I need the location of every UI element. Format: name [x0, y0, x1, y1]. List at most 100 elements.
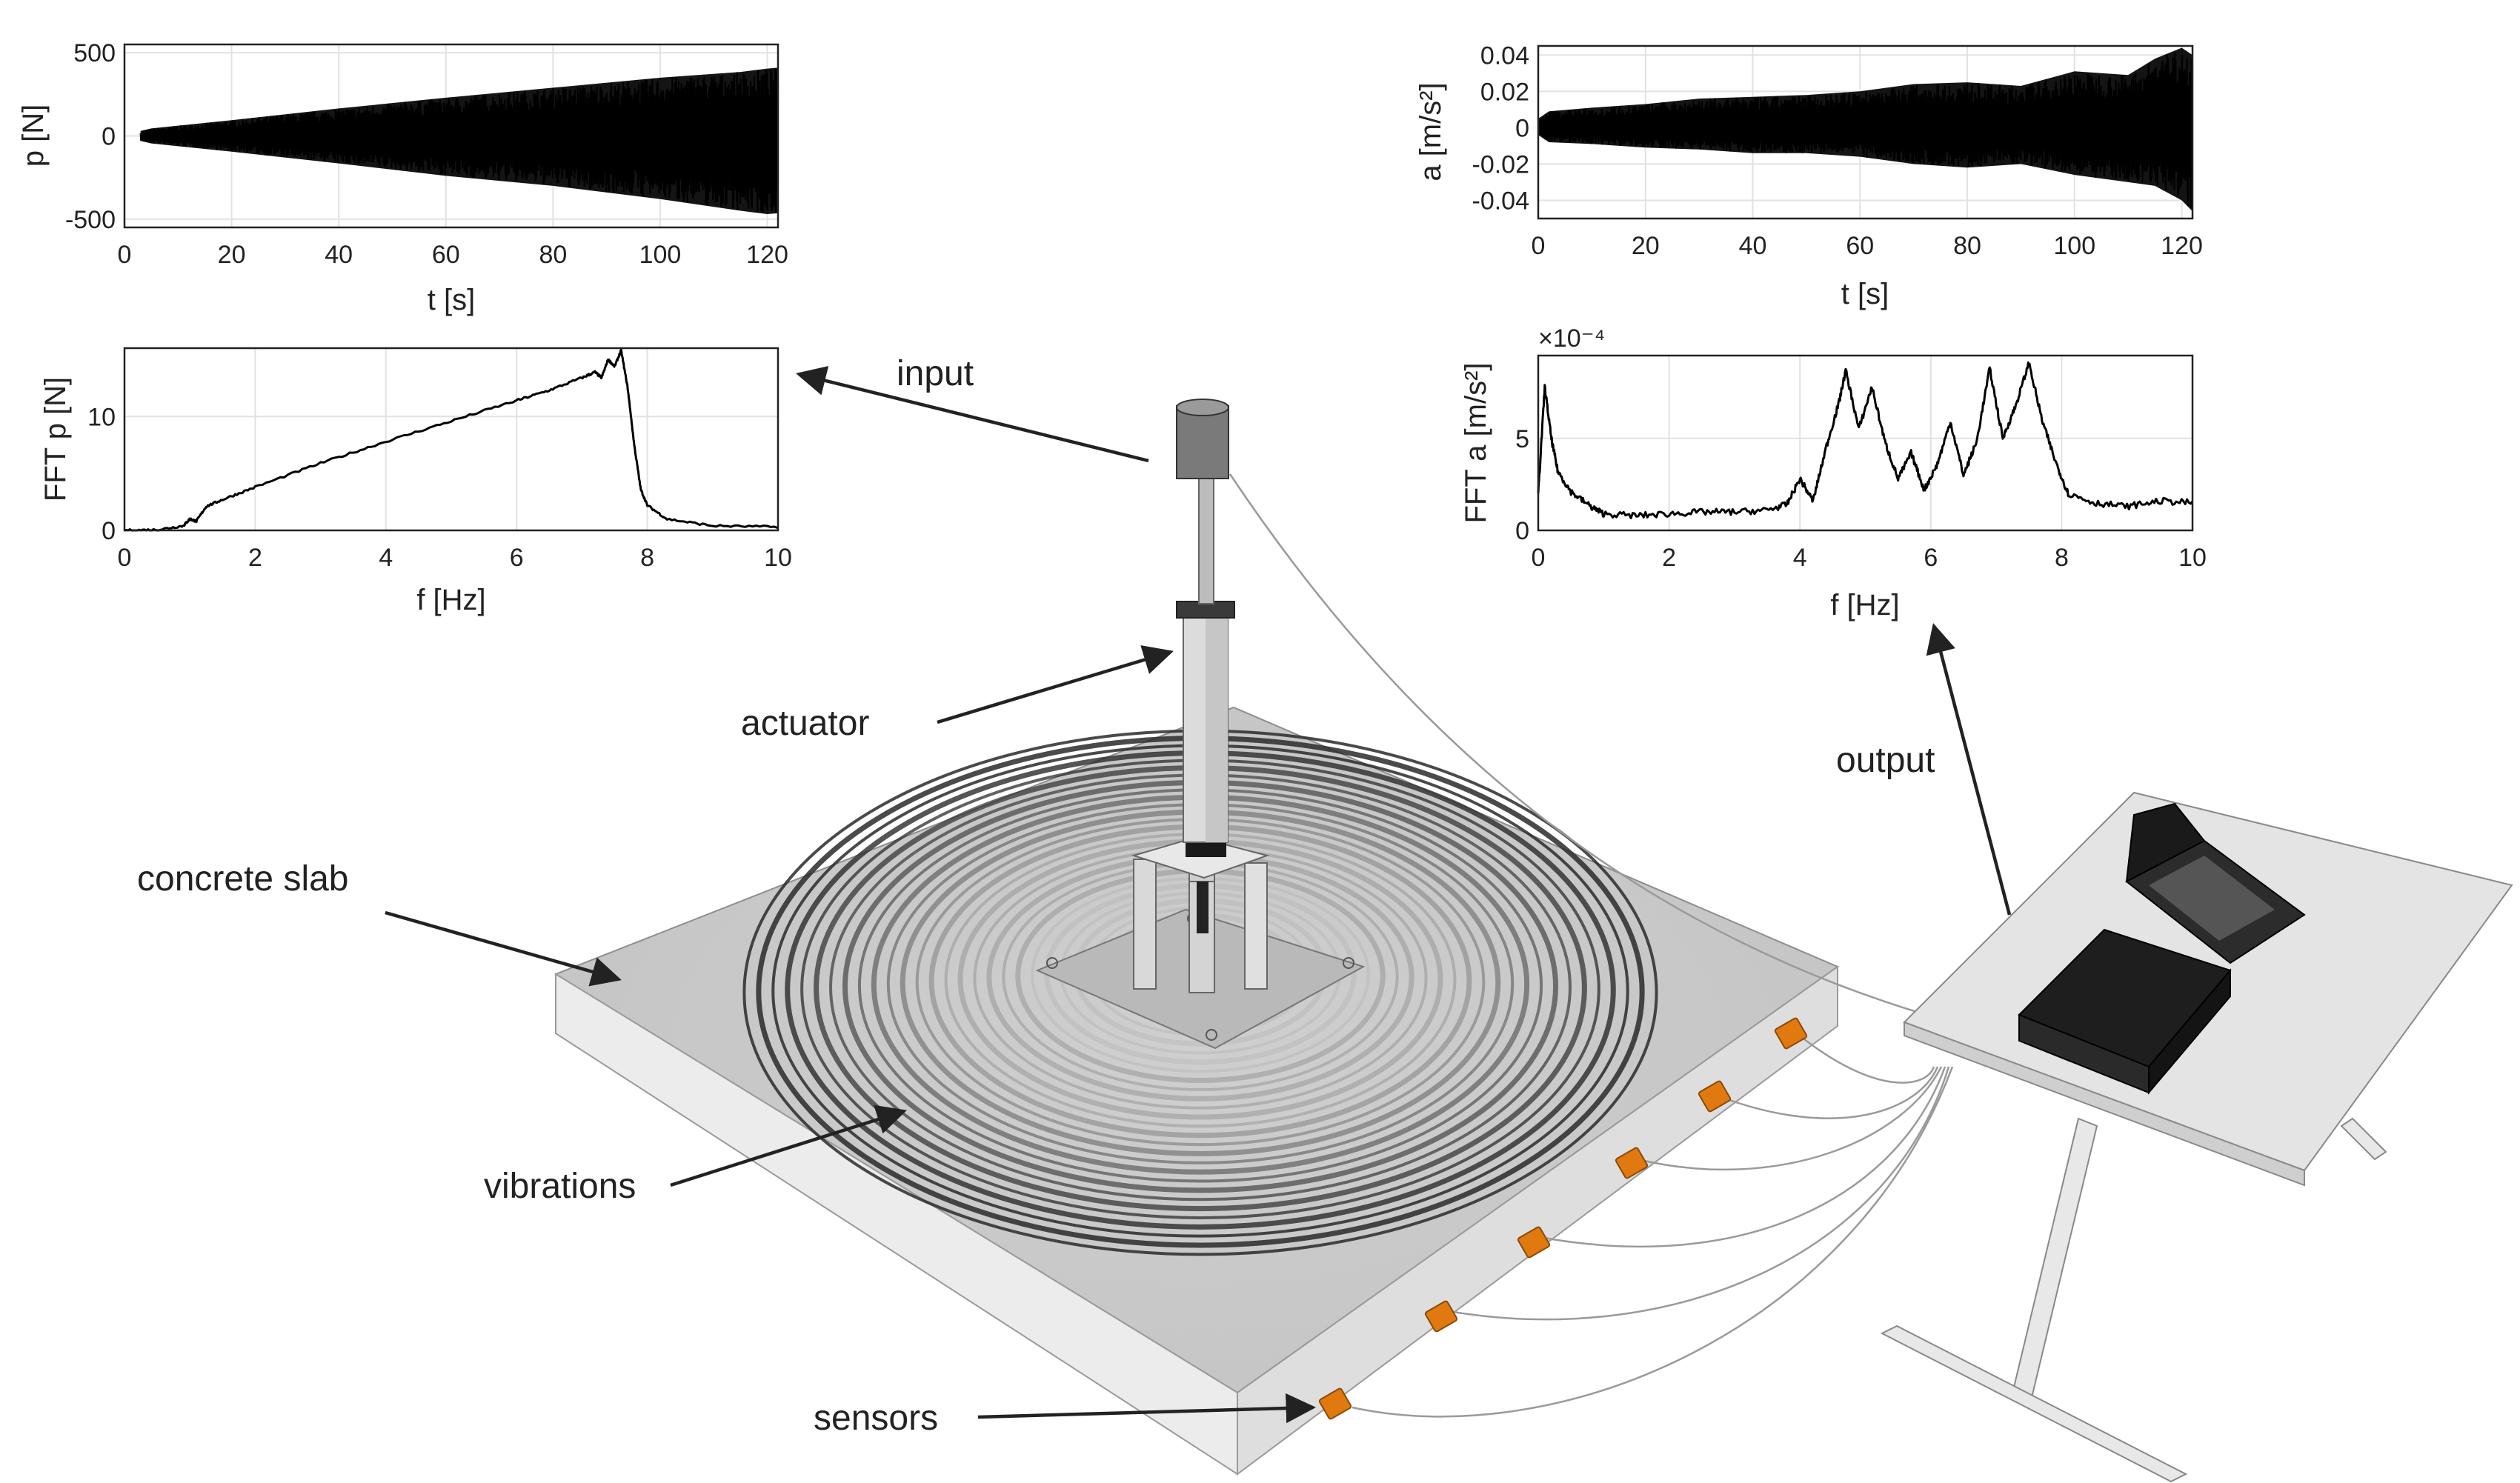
data-series	[124, 348, 779, 532]
measurement-table	[1880, 791, 2513, 1483]
sensors-label: sensors	[814, 1399, 938, 1438]
spectrum-line	[124, 348, 779, 532]
data-series	[1537, 47, 2194, 212]
callout-labels: input actuator concrete slab vibrations …	[137, 354, 1935, 1438]
sensor-cable	[1448, 1066, 1950, 1321]
y-axis-label: FFT p [N]	[39, 377, 72, 501]
x-tick-label: 4	[379, 544, 393, 572]
y-tick-label: -0.04	[1472, 187, 1530, 215]
frame-leg	[1133, 859, 1157, 990]
waveform-envelope	[1538, 47, 2192, 212]
x-tick-label: 0	[118, 241, 132, 269]
laptop-screen	[2125, 802, 2206, 883]
output-label: output	[1836, 741, 1935, 780]
y-tick-label: 0	[102, 517, 116, 545]
y-tick-label: 0.02	[1480, 78, 1529, 106]
x-tick-label: 20	[1632, 232, 1660, 260]
plot-frame	[1537, 354, 2194, 532]
waveform-envelope	[140, 67, 778, 215]
cables	[1229, 473, 1954, 1418]
concrete-slab-label: concrete slab	[137, 859, 349, 899]
plot-frame	[123, 347, 779, 532]
frame-cap	[1186, 841, 1226, 857]
x-tick-label: 80	[1953, 232, 1981, 260]
concrete-slab-arrow	[385, 910, 622, 987]
sensor	[1424, 1300, 1458, 1333]
sensors-arrow	[977, 1393, 1317, 1424]
load-cell-top	[1176, 399, 1229, 416]
sensors	[1318, 1017, 1808, 1420]
slab-right-face	[1237, 965, 1838, 1476]
sensor-cable	[1637, 1066, 1943, 1171]
actuator-cable	[1229, 473, 1927, 1016]
y-tick-label: 5	[1515, 425, 1529, 453]
x-tick-label: 0	[1532, 232, 1546, 260]
y-axis-label: a [m/s²]	[1414, 82, 1447, 181]
x-tick-label: 8	[640, 544, 654, 572]
x-tick-label: 40	[325, 241, 353, 269]
x-tick-label: 0	[1532, 544, 1546, 572]
sensor-cable	[1796, 1033, 1935, 1084]
actuator-cylinder-shade	[1206, 611, 1228, 842]
x-tick-label: 120	[746, 241, 788, 269]
plot-frame	[123, 43, 779, 229]
scale-factor-label: ×10⁻⁴	[1538, 324, 1605, 353]
x-tick-label: 6	[510, 544, 524, 572]
sensor	[1774, 1017, 1808, 1050]
x-tick-label: 2	[248, 544, 262, 572]
vibrations-arrow	[670, 1104, 907, 1187]
y-tick-label: -500	[65, 206, 116, 234]
base-bolt	[1046, 957, 1058, 969]
x-tick-label: 80	[539, 241, 567, 269]
x-tick-label: 2	[1662, 544, 1676, 572]
y-tick-label: 10	[87, 403, 116, 431]
x-axis-label: f [Hz]	[1830, 589, 1899, 621]
sensor	[1698, 1080, 1732, 1113]
y-tick-label: 500	[73, 39, 116, 67]
output-arrow	[1926, 623, 2012, 916]
callout-arrows	[385, 366, 2012, 1424]
actuator-arrow	[937, 645, 1174, 724]
y-tick-label: 0	[1515, 517, 1529, 545]
x-tick-label: 100	[2053, 232, 2095, 260]
sensor-cable	[1539, 1066, 1946, 1248]
sensor-cable	[1718, 1066, 1939, 1119]
x-tick-label: 40	[1739, 232, 1767, 260]
x-tick-label: 60	[432, 241, 460, 269]
table-foot-back	[2340, 1117, 2387, 1161]
y-tick-label: 0	[1515, 114, 1529, 142]
vibrations-label: vibrations	[484, 1167, 636, 1206]
data-series	[139, 67, 779, 215]
actuator-rod	[1198, 473, 1214, 604]
actuator-base	[1035, 836, 1366, 1050]
x-tick-label: 60	[1846, 232, 1874, 260]
x-tick-label: 4	[1793, 544, 1807, 572]
spectrum-line	[1537, 361, 2194, 519]
laptop-keyboard	[2149, 856, 2275, 941]
x-tick-label: 100	[639, 241, 682, 269]
sensor	[1615, 1147, 1649, 1179]
plot-frame	[1537, 44, 2194, 220]
actuator-label: actuator	[741, 704, 869, 743]
sensor-cable	[1352, 1066, 1954, 1418]
actuator	[1176, 399, 1235, 843]
x-axis-label: t [s]	[1841, 278, 1889, 310]
grid	[124, 348, 779, 531]
base-bolt	[1206, 1029, 1217, 1041]
table-foot	[1880, 1324, 2188, 1483]
x-axis-label: f [Hz]	[416, 584, 485, 616]
y-tick-label: 0	[102, 123, 116, 151]
x-tick-label: 8	[2055, 544, 2069, 572]
x-tick-label: 6	[1924, 544, 1938, 572]
frame-dark-insert	[1197, 882, 1209, 933]
y-axis-label: p [N]	[17, 104, 50, 167]
input-label: input	[897, 354, 974, 393]
load-cell	[1176, 405, 1229, 479]
